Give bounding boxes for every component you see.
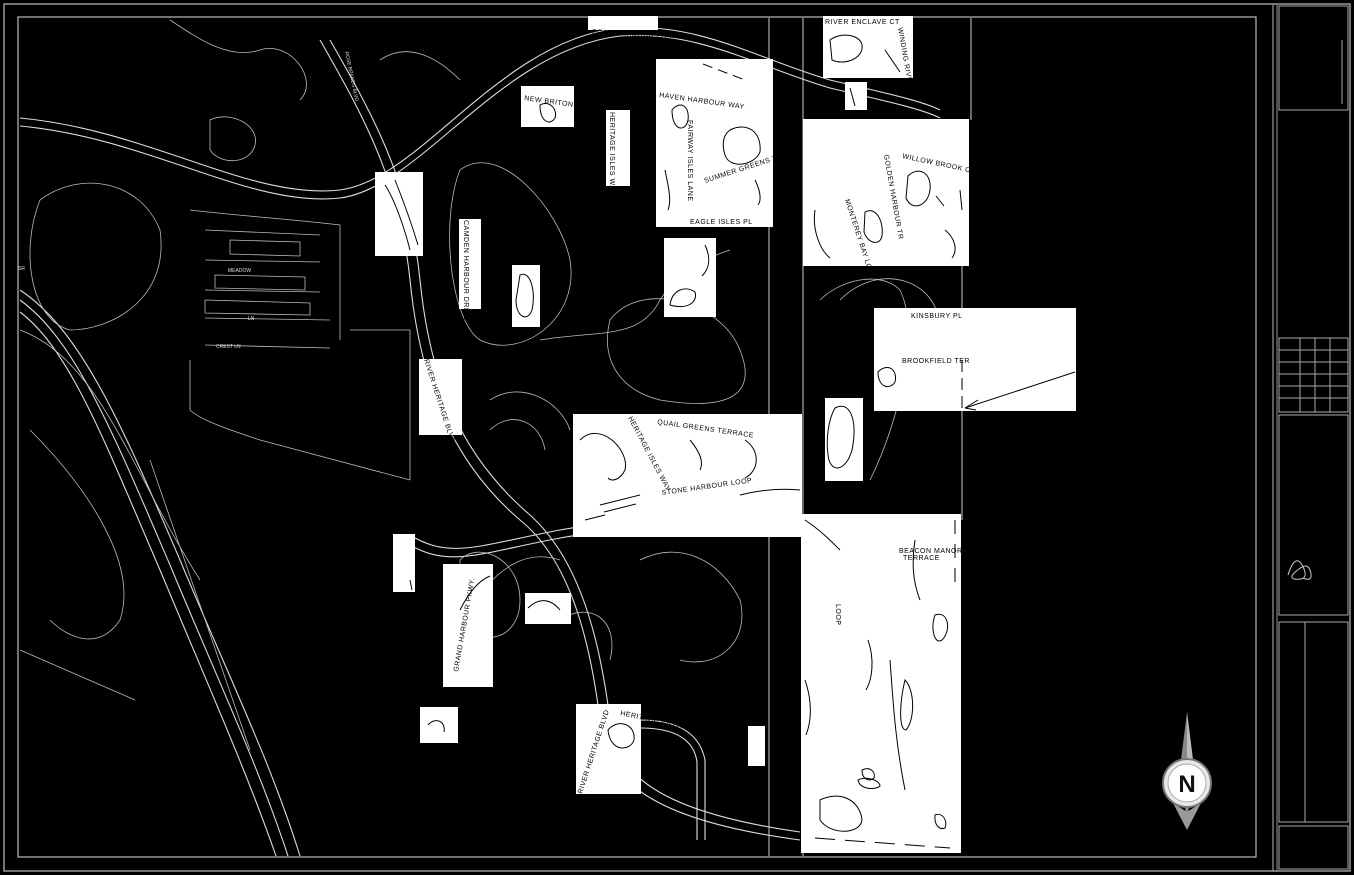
patch-small-west xyxy=(393,534,415,592)
svg-text:CREST LN: CREST LN xyxy=(216,344,241,350)
label-river-enclave-ct: RIVER ENCLAVE CT xyxy=(825,19,900,26)
svg-text:MEADOW: MEADOW xyxy=(228,268,251,274)
patch-grand-harbour xyxy=(443,564,493,687)
signature-logo xyxy=(1287,560,1312,580)
label-loop: LOOP xyxy=(834,604,841,625)
patch-middle xyxy=(664,238,716,317)
label-beacon-manor-terrace: TERRACE xyxy=(903,555,940,562)
patch-camden xyxy=(512,265,540,327)
north-arrow-icon: N xyxy=(1162,712,1212,830)
patch-haven-harbour xyxy=(656,59,773,227)
patch-quail-greens xyxy=(573,414,802,537)
label-eagle-isles-pl: EAGLE ISLES PL xyxy=(690,219,753,226)
label-fairway-isles-lane: FAIRWAY ISLES LANE xyxy=(686,120,693,202)
patch-small-lake xyxy=(825,398,863,481)
patch-river-heritage-south xyxy=(576,704,641,794)
label-heritage-isles-way-north: HERITAGE ISLES WAY xyxy=(608,112,615,195)
label-camden-harbour-drive: CAMDEN HARBOUR DRIVE xyxy=(462,220,469,321)
patch-port-harbour xyxy=(588,16,658,30)
label-beacon-manor: BEACON MANOR xyxy=(899,548,963,555)
svg-text:SR: SR xyxy=(18,266,25,272)
label-brookfield-ter: BROOKFIELD TER xyxy=(902,358,970,365)
patch-kinsbury xyxy=(874,308,1076,411)
label-kinsbury-pl: KINSBURY PL xyxy=(911,313,963,320)
patch-willow-brook xyxy=(803,119,969,266)
north-label: N xyxy=(1178,771,1195,798)
svg-text:LN: LN xyxy=(248,316,255,322)
patch-river-enclave xyxy=(823,16,913,78)
patch-new-briton xyxy=(521,86,574,127)
title-block xyxy=(1278,5,1349,870)
patch-beacon-manor xyxy=(801,514,961,853)
